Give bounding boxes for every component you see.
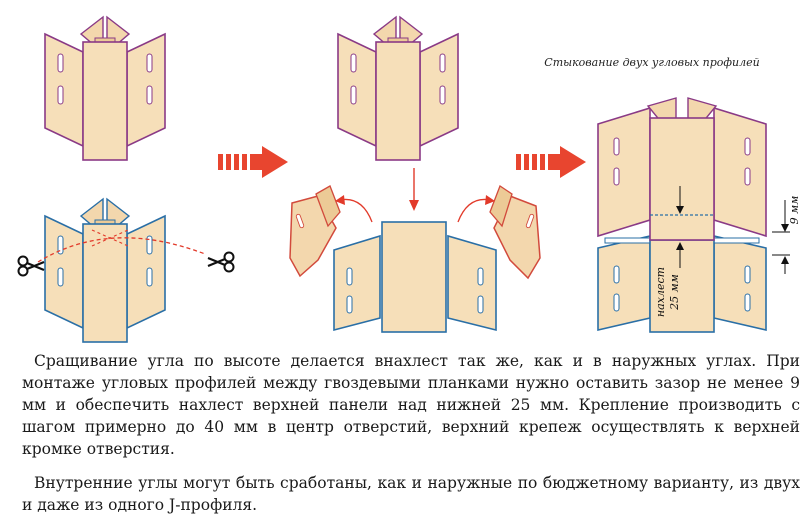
installation-illustration: Стыкование двух угловых профилей нахлест… [17,16,801,343]
rotate-arrow-icon [457,195,495,223]
paragraph-2: Внутренние углы могут быть сработаны, ка… [22,474,800,514]
figure-caption: Стыкование двух угловых профилей [544,56,759,69]
lower-profile-trimmed [333,221,497,333]
upper-center-strip [649,117,715,241]
upper-profile-joined [597,97,767,238]
gap-label: 9 мм [788,196,801,225]
flow-arrow-icon [218,146,288,178]
cut-piece-left [289,185,341,278]
scissors-icon [206,251,235,273]
rotate-arrow-icon [335,195,373,223]
cut-line-cross [91,229,129,247]
cut-piece-right [489,185,541,280]
overlap-label-line2: 25 мм [668,274,681,311]
overlap-label-line1: нахлест [654,267,667,317]
overlap-dimension [676,186,684,268]
upper-profile-step2 [337,16,459,161]
lower-center-strip [649,239,715,333]
gap-dimension [772,200,790,274]
paragraph-1: Сращивание угла по высоте делается внахл… [22,352,800,458]
lower-profile-original [44,198,166,343]
scissors-icon [17,255,46,277]
flow-arrow-icon [516,146,586,178]
upper-profile-original [44,16,166,161]
cut-line [37,237,206,263]
down-arrow-icon [409,168,419,211]
